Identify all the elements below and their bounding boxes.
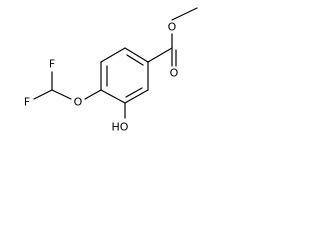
benzene-ring [100,47,149,104]
atom-label-hydroxyl: HO [112,121,129,134]
ring-bond-4 [100,89,126,104]
ring-to-ether-oxygen-bond [84,89,102,100]
ring-bond-6 [100,47,126,63]
molecule-canvas: F F O HO O O [0,0,206,145]
ring-bond-3 [124,89,149,104]
difluoromethoxy-group [33,71,102,100]
ether-oxygen-to-carbon-bond [51,89,72,100]
ester-oxygen-to-methyl-bond [171,7,198,21]
ring-double-bond-2 [125,87,143,98]
ring-double-bond-1 [126,54,144,66]
carbon-to-fluorine-left-bond [33,89,53,100]
chemical-structure-diagram: F F O HO O O [24,7,198,134]
methyl-ester-group [147,7,198,67]
atom-label-ether-oxygen: O [74,96,83,109]
atom-label-ester-oxygen: O [168,21,177,34]
atom-label-fluorine-top: F [49,58,55,71]
ring-to-carbonyl-bond [147,47,173,63]
atom-label-fluorine-left: F [24,96,30,109]
ring-bond-1 [124,47,149,63]
atom-label-carbonyl-oxygen: O [170,67,179,80]
